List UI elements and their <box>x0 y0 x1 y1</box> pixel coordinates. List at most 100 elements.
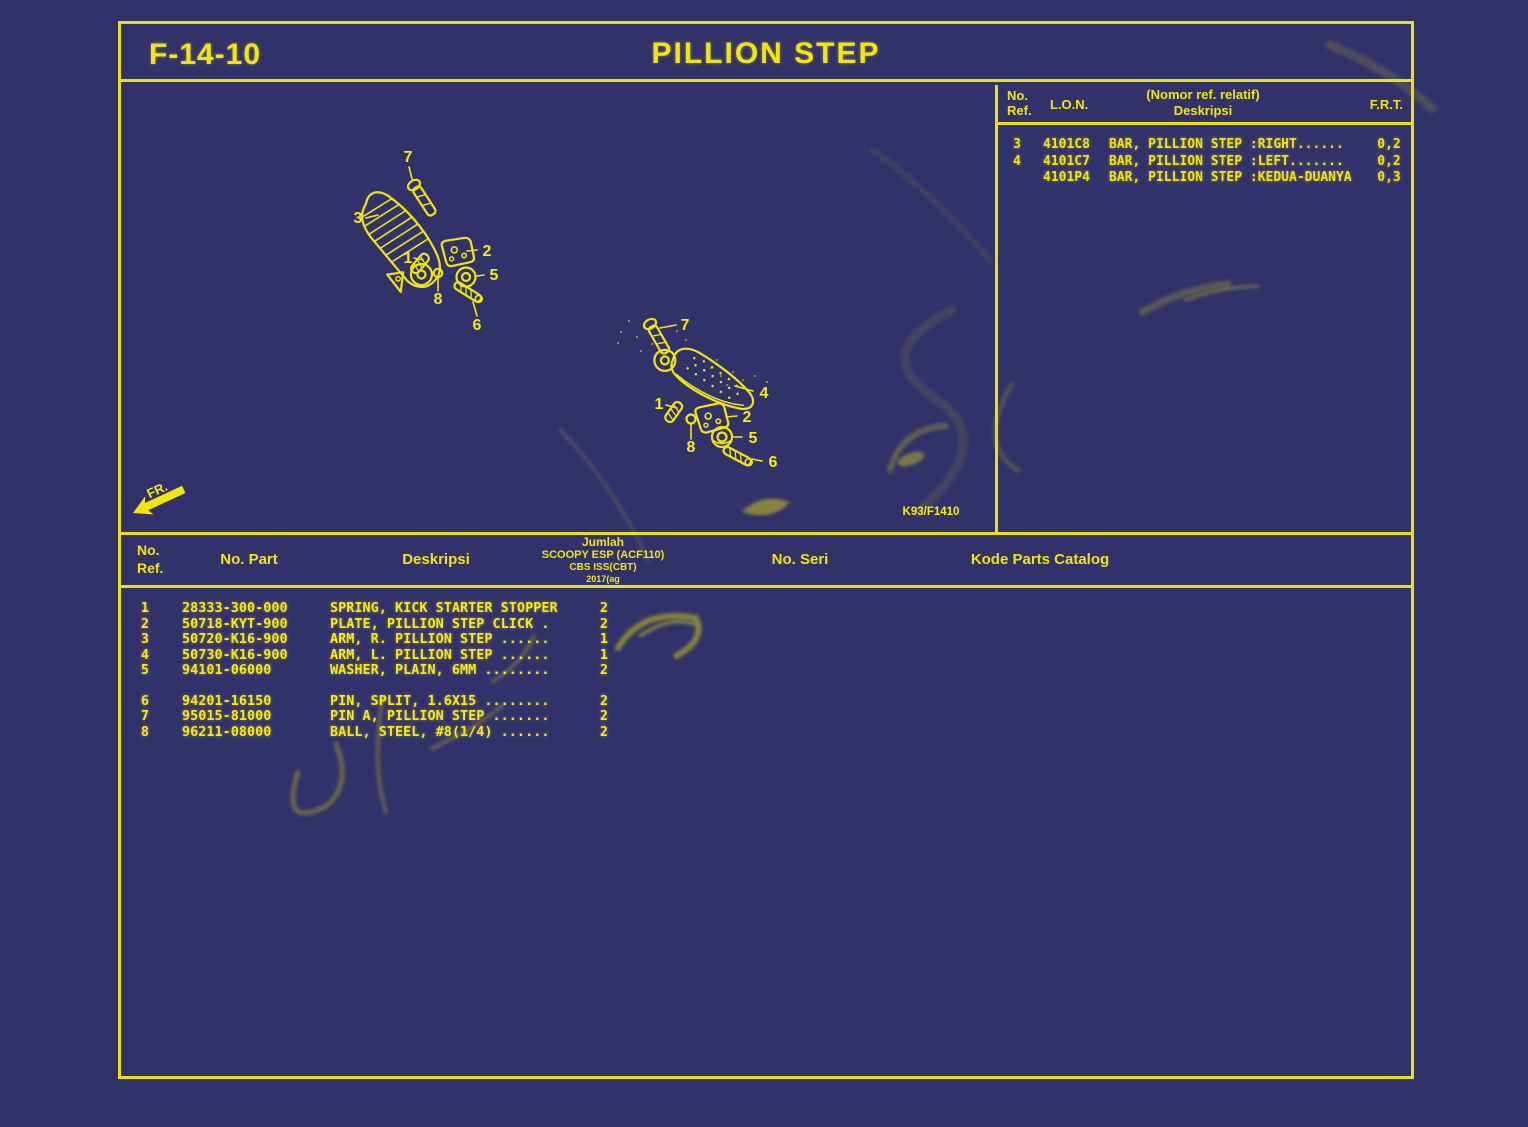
lon-desc: BAR, PILLION STEP :KEDUA-DUANYA <box>1109 170 1352 185</box>
scan-speckles <box>617 320 768 386</box>
part-qty: 2 <box>599 600 609 616</box>
parts-header-ref: Ref. <box>137 560 164 576</box>
lon-code: 4101P4 <box>1043 170 1090 185</box>
parts-header-kode: Kode Parts Catalog <box>970 551 1110 568</box>
plate-part-2 <box>694 402 730 434</box>
exploded-diagram: 7 3 1 2 5 8 6 7 4 1 2 5 8 6 FR. K93/F141… <box>133 149 959 518</box>
part-number: 95015-81000 <box>182 708 272 724</box>
parts-row: 5 94101-06000 WASHER, PLAIN, 6MM .......… <box>121 662 821 679</box>
lon-code: 4101C8 <box>1043 137 1090 152</box>
ref-header-nomor: (Nomor ref. relatif) <box>1146 87 1260 102</box>
parts-row: 4 50730-K16-900 ARM, L. PILLION STEP ...… <box>121 646 821 664</box>
part-desc: ARM, R. PILLION STEP ...... <box>330 631 550 647</box>
part-number: 96211-08000 <box>182 723 272 740</box>
fr-direction-arrow <box>133 485 186 515</box>
part-desc: WASHER, PLAIN, 6MM ........ <box>330 662 550 678</box>
pillion-step-arm-right-assembly <box>359 166 485 317</box>
parts-row: 3 50720-K16-900 ARM, R. PILLION STEP ...… <box>121 631 821 648</box>
parts-header-no: No. <box>137 542 160 558</box>
part-desc: BALL, STEEL, #8(1/4) ...... <box>330 723 550 740</box>
parts-header-jumlah: Jumlah SCOOPY ESP (ACF110) CBS ISS(CBT) … <box>542 536 664 585</box>
parts-list: 1 28333-300-000 SPRING, KICK STARTER STO… <box>121 600 821 741</box>
callout-labels: 7 3 1 2 5 8 6 7 4 1 2 5 8 6 FR. K93/F141… <box>144 149 959 518</box>
plate-part-2 <box>440 236 476 268</box>
callout-2: 2 <box>483 243 492 260</box>
part-ref: 7 <box>140 708 150 724</box>
parts-header-no-part: No. Part <box>220 551 278 568</box>
lon-desc: BAR, PILLION STEP :RIGHT...... <box>1109 137 1344 152</box>
part-number: 50730-K16-900 <box>182 646 288 663</box>
ref-no: 4 <box>1013 153 1021 169</box>
part-desc: PIN A, PILLION STEP ....... <box>330 708 550 724</box>
part-qty: 2 <box>599 708 609 724</box>
arm-right-part-3 <box>359 191 442 294</box>
parts-row: 7 95015-81000 PIN A, PILLION STEP ......… <box>121 708 821 725</box>
split-pin-part-6 <box>722 445 754 467</box>
part-ref: 5 <box>140 662 150 678</box>
washer-part-5 <box>455 266 477 288</box>
part-desc: SPRING, KICK STARTER STOPPER <box>330 600 558 616</box>
part-number: 50718-KYT-900 <box>182 615 288 632</box>
pin-a-part-7 <box>406 178 437 217</box>
page-frame: F-14-10 PILLION STEP <box>118 21 1414 1079</box>
split-pin-part-6 <box>453 281 484 304</box>
part-qty: 2 <box>599 615 609 632</box>
callout-1: 1 <box>655 396 664 413</box>
part-qty: 1 <box>599 631 609 647</box>
pillion-step-arm-left-assembly <box>617 317 768 467</box>
ref-header-ref: Ref. <box>1007 103 1032 118</box>
frt-value: 0,3 <box>1377 170 1401 185</box>
figure-code: K93/F1410 <box>903 506 960 518</box>
parts-row: 2 50718-KYT-900 PLATE, PILLION STEP CLIC… <box>121 615 821 633</box>
part-qty: 2 <box>599 662 609 678</box>
part-ref: 2 <box>140 615 150 632</box>
callout-5: 5 <box>749 430 758 447</box>
steel-ball-part-8 <box>685 413 697 425</box>
callout-8: 8 <box>434 291 443 308</box>
callout-2: 2 <box>743 409 752 426</box>
lon-row: 4101P4 BAR, PILLION STEP :KEDUA-DUANYA 0… <box>998 170 1411 187</box>
ref-no <box>998 170 1036 187</box>
lon-desc: BAR, PILLION STEP :LEFT....... <box>1109 153 1344 169</box>
callout-1: 1 <box>404 250 413 267</box>
washer-part-5 <box>710 425 734 449</box>
part-qty: 1 <box>599 646 609 663</box>
part-ref: 6 <box>140 692 150 709</box>
spring-part-1 <box>409 252 430 275</box>
callout-6: 6 <box>769 454 778 471</box>
lon-code: 4101C7 <box>1043 153 1090 169</box>
frt-value: 0,2 <box>1377 137 1401 152</box>
ref-no: 3 <box>1013 137 1021 152</box>
frt-value: 0,2 <box>1377 153 1401 169</box>
part-ref: 1 <box>140 600 150 616</box>
parts-row: 8 96211-08000 BALL, STEEL, #8(1/4) .....… <box>121 723 821 741</box>
spring-part-1 <box>664 400 684 424</box>
parts-table-header: No. Ref. No. Part Deskripsi Jumlah SCOOP… <box>121 532 1411 588</box>
part-desc: PIN, SPLIT, 1.6X15 ........ <box>330 692 550 709</box>
parts-header-deskripsi: Deskripsi <box>402 551 470 568</box>
lon-row: 4 4101C7 BAR, PILLION STEP :LEFT....... … <box>998 154 1411 171</box>
ref-header-deskripsi: Deskripsi <box>1173 103 1233 118</box>
part-number: 50720-K16-900 <box>182 631 288 647</box>
part-number: 28333-300-000 <box>182 600 288 616</box>
ref-header-lon: L.O.N. <box>1050 97 1089 112</box>
lon-rows: 3 4101C8 BAR, PILLION STEP :RIGHT...... … <box>998 137 1411 187</box>
jumlah-label: Jumlah <box>581 535 625 549</box>
jumlah-year: 2017(ag <box>586 574 620 584</box>
page-title: PILLION STEP <box>651 37 881 70</box>
lon-row: 3 4101C8 BAR, PILLION STEP :RIGHT...... … <box>998 137 1411 154</box>
page-header: F-14-10 PILLION STEP <box>121 24 1411 82</box>
lon-panel-header: No. Ref. L.O.N. (Nomor ref. relatif) Des… <box>998 85 1411 125</box>
part-ref: 4 <box>140 646 150 663</box>
callout-5: 5 <box>490 267 499 284</box>
lon-reference-panel: No. Ref. L.O.N. (Nomor ref. relatif) Des… <box>995 85 1411 532</box>
fiche-code: F-14-10 <box>149 38 262 71</box>
callout-4: 4 <box>760 385 769 402</box>
callout-6: 6 <box>473 317 482 334</box>
row-group-gap <box>121 679 821 694</box>
ref-header-frt: F.R.T. <box>1369 97 1403 112</box>
part-ref: 8 <box>140 723 150 740</box>
jumlah-variant: CBS ISS(CBT) <box>569 562 637 573</box>
callout-7: 7 <box>404 149 413 166</box>
